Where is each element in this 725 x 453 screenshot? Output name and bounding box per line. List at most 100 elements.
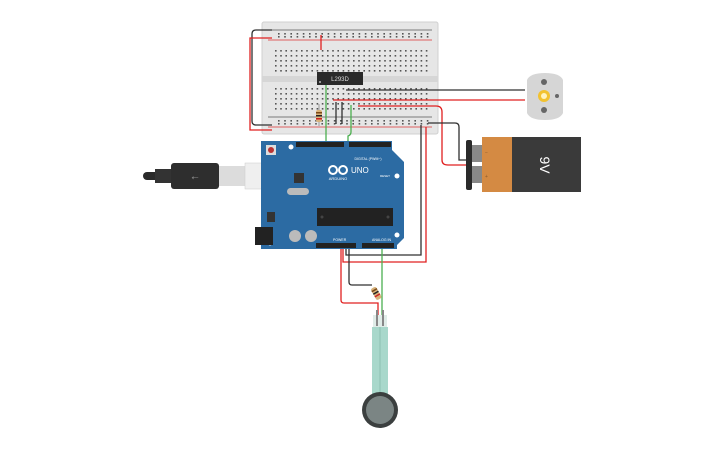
breadboard-rail-hole xyxy=(414,120,416,122)
breadboard-hole xyxy=(280,88,282,90)
breadboard-hole xyxy=(389,88,391,90)
breadboard-rail-hole xyxy=(290,36,292,38)
breadboard-hole xyxy=(373,60,376,62)
breadboard-hole xyxy=(425,103,428,105)
breadboard-hole xyxy=(358,60,360,62)
breadboard-hole xyxy=(316,65,319,67)
breadboard-hole xyxy=(327,50,329,52)
breadboard-rail-hole xyxy=(327,120,330,122)
reset-label: RESET xyxy=(380,174,390,178)
breadboard-rail-hole xyxy=(408,36,410,38)
breadboard-hole xyxy=(327,65,329,67)
breadboard-hole xyxy=(353,50,355,52)
breadboard-hole xyxy=(373,108,376,110)
breadboard-rail-hole xyxy=(383,33,385,35)
breadboard-rail-hole xyxy=(321,33,323,35)
breadboard-hole xyxy=(311,50,313,52)
breadboard-hole xyxy=(353,88,355,90)
breadboard-hole xyxy=(384,93,386,95)
breadboard-hole xyxy=(301,103,303,105)
breadboard-rail-hole xyxy=(371,120,373,122)
breadboard-hole xyxy=(373,65,376,67)
breadboard-hole xyxy=(368,60,371,62)
breadboard-rail-hole xyxy=(346,36,348,38)
breadboard-hole xyxy=(327,108,329,110)
breadboard-hole xyxy=(280,93,282,95)
breadboard-hole xyxy=(373,93,376,95)
breadboard-rail-hole xyxy=(371,123,373,125)
usb-cable[interactable]: ⭠ xyxy=(143,162,270,190)
breadboard-rail-hole xyxy=(414,36,416,38)
breadboard-hole xyxy=(410,108,412,110)
breadboard-hole xyxy=(347,50,350,52)
breadboard-hole xyxy=(415,98,417,100)
breadboard-hole xyxy=(420,103,423,105)
breadboard-hole xyxy=(311,65,313,67)
breadboard-hole xyxy=(384,60,386,62)
breadboard-hole xyxy=(420,93,423,95)
breadboard-hole xyxy=(425,108,428,110)
breadboard-hole xyxy=(358,93,360,95)
breadboard-hole xyxy=(384,98,386,100)
breadboard-hole xyxy=(384,88,386,90)
breadboard-hole xyxy=(425,70,428,72)
breadboard-hole xyxy=(275,98,277,100)
breadboard-hole xyxy=(425,98,428,100)
breadboard-hole xyxy=(316,60,319,62)
breadboard-hole xyxy=(337,103,339,105)
breadboard-rail-hole xyxy=(284,36,286,38)
breadboard-hole xyxy=(405,88,407,90)
breadboard-hole xyxy=(363,103,365,105)
arduino-uno[interactable]: ARDUINO UNO DIGITAL (PWM~) POWER ANALOG … xyxy=(255,141,404,249)
breadboard-hole xyxy=(389,93,391,95)
breadboard-hole xyxy=(420,50,423,52)
breadboard-rail-hole xyxy=(358,120,361,122)
motor-driver-chip[interactable]: L293D xyxy=(317,72,363,85)
breadboard-hole xyxy=(399,88,402,90)
breadboard-rail-hole xyxy=(364,120,367,122)
breadboard-hole xyxy=(280,103,282,105)
breadboard-rail-hole xyxy=(420,123,423,125)
breadboard-hole xyxy=(311,60,313,62)
battery-9v[interactable]: − + 9V xyxy=(466,137,581,192)
breadboard-hole xyxy=(410,70,412,72)
breadboard-rail-hole xyxy=(371,36,373,38)
breadboard-rail-hole xyxy=(309,33,311,35)
breadboard-hole xyxy=(394,103,397,105)
resistor-sensor[interactable] xyxy=(370,286,382,300)
breadboard-hole xyxy=(332,88,334,90)
breadboard-hole xyxy=(363,93,365,95)
breadboard-rail-hole xyxy=(389,120,392,122)
breadboard-hole xyxy=(332,93,334,95)
breadboard-hole xyxy=(347,60,350,62)
breadboard-hole xyxy=(379,103,381,105)
breadboard-hole xyxy=(373,98,376,100)
force-sensor[interactable] xyxy=(362,310,398,428)
breadboard-hole xyxy=(353,103,355,105)
breadboard-hole xyxy=(337,65,339,67)
breadboard-hole xyxy=(337,108,339,110)
resistor-breadboard[interactable] xyxy=(316,104,322,126)
breadboard-rail-hole xyxy=(333,123,336,125)
battery-plus: + xyxy=(485,174,488,180)
breadboard-hole xyxy=(321,108,324,110)
dc-motor[interactable] xyxy=(527,73,563,120)
breadboard-rail-hole xyxy=(389,33,392,35)
breadboard-hole xyxy=(415,60,417,62)
breadboard-rail-hole xyxy=(395,120,398,122)
breadboard-rail-hole xyxy=(383,120,385,122)
breadboard-hole xyxy=(363,108,365,110)
breadboard-hole xyxy=(285,103,287,105)
breadboard-rail-hole xyxy=(389,36,392,38)
breadboard-hole xyxy=(285,108,287,110)
breadboard-hole xyxy=(306,103,308,105)
breadboard-hole xyxy=(358,108,360,110)
arduino-logo-text: ARDUINO xyxy=(329,176,347,181)
breadboard-hole xyxy=(316,103,319,105)
power-header-label: POWER xyxy=(333,238,347,242)
breadboard-rail-hole xyxy=(290,33,292,35)
breadboard-hole xyxy=(327,88,329,90)
chip-label: L293D xyxy=(331,77,349,83)
breadboard-hole xyxy=(342,108,345,110)
breadboard-hole xyxy=(275,93,277,95)
